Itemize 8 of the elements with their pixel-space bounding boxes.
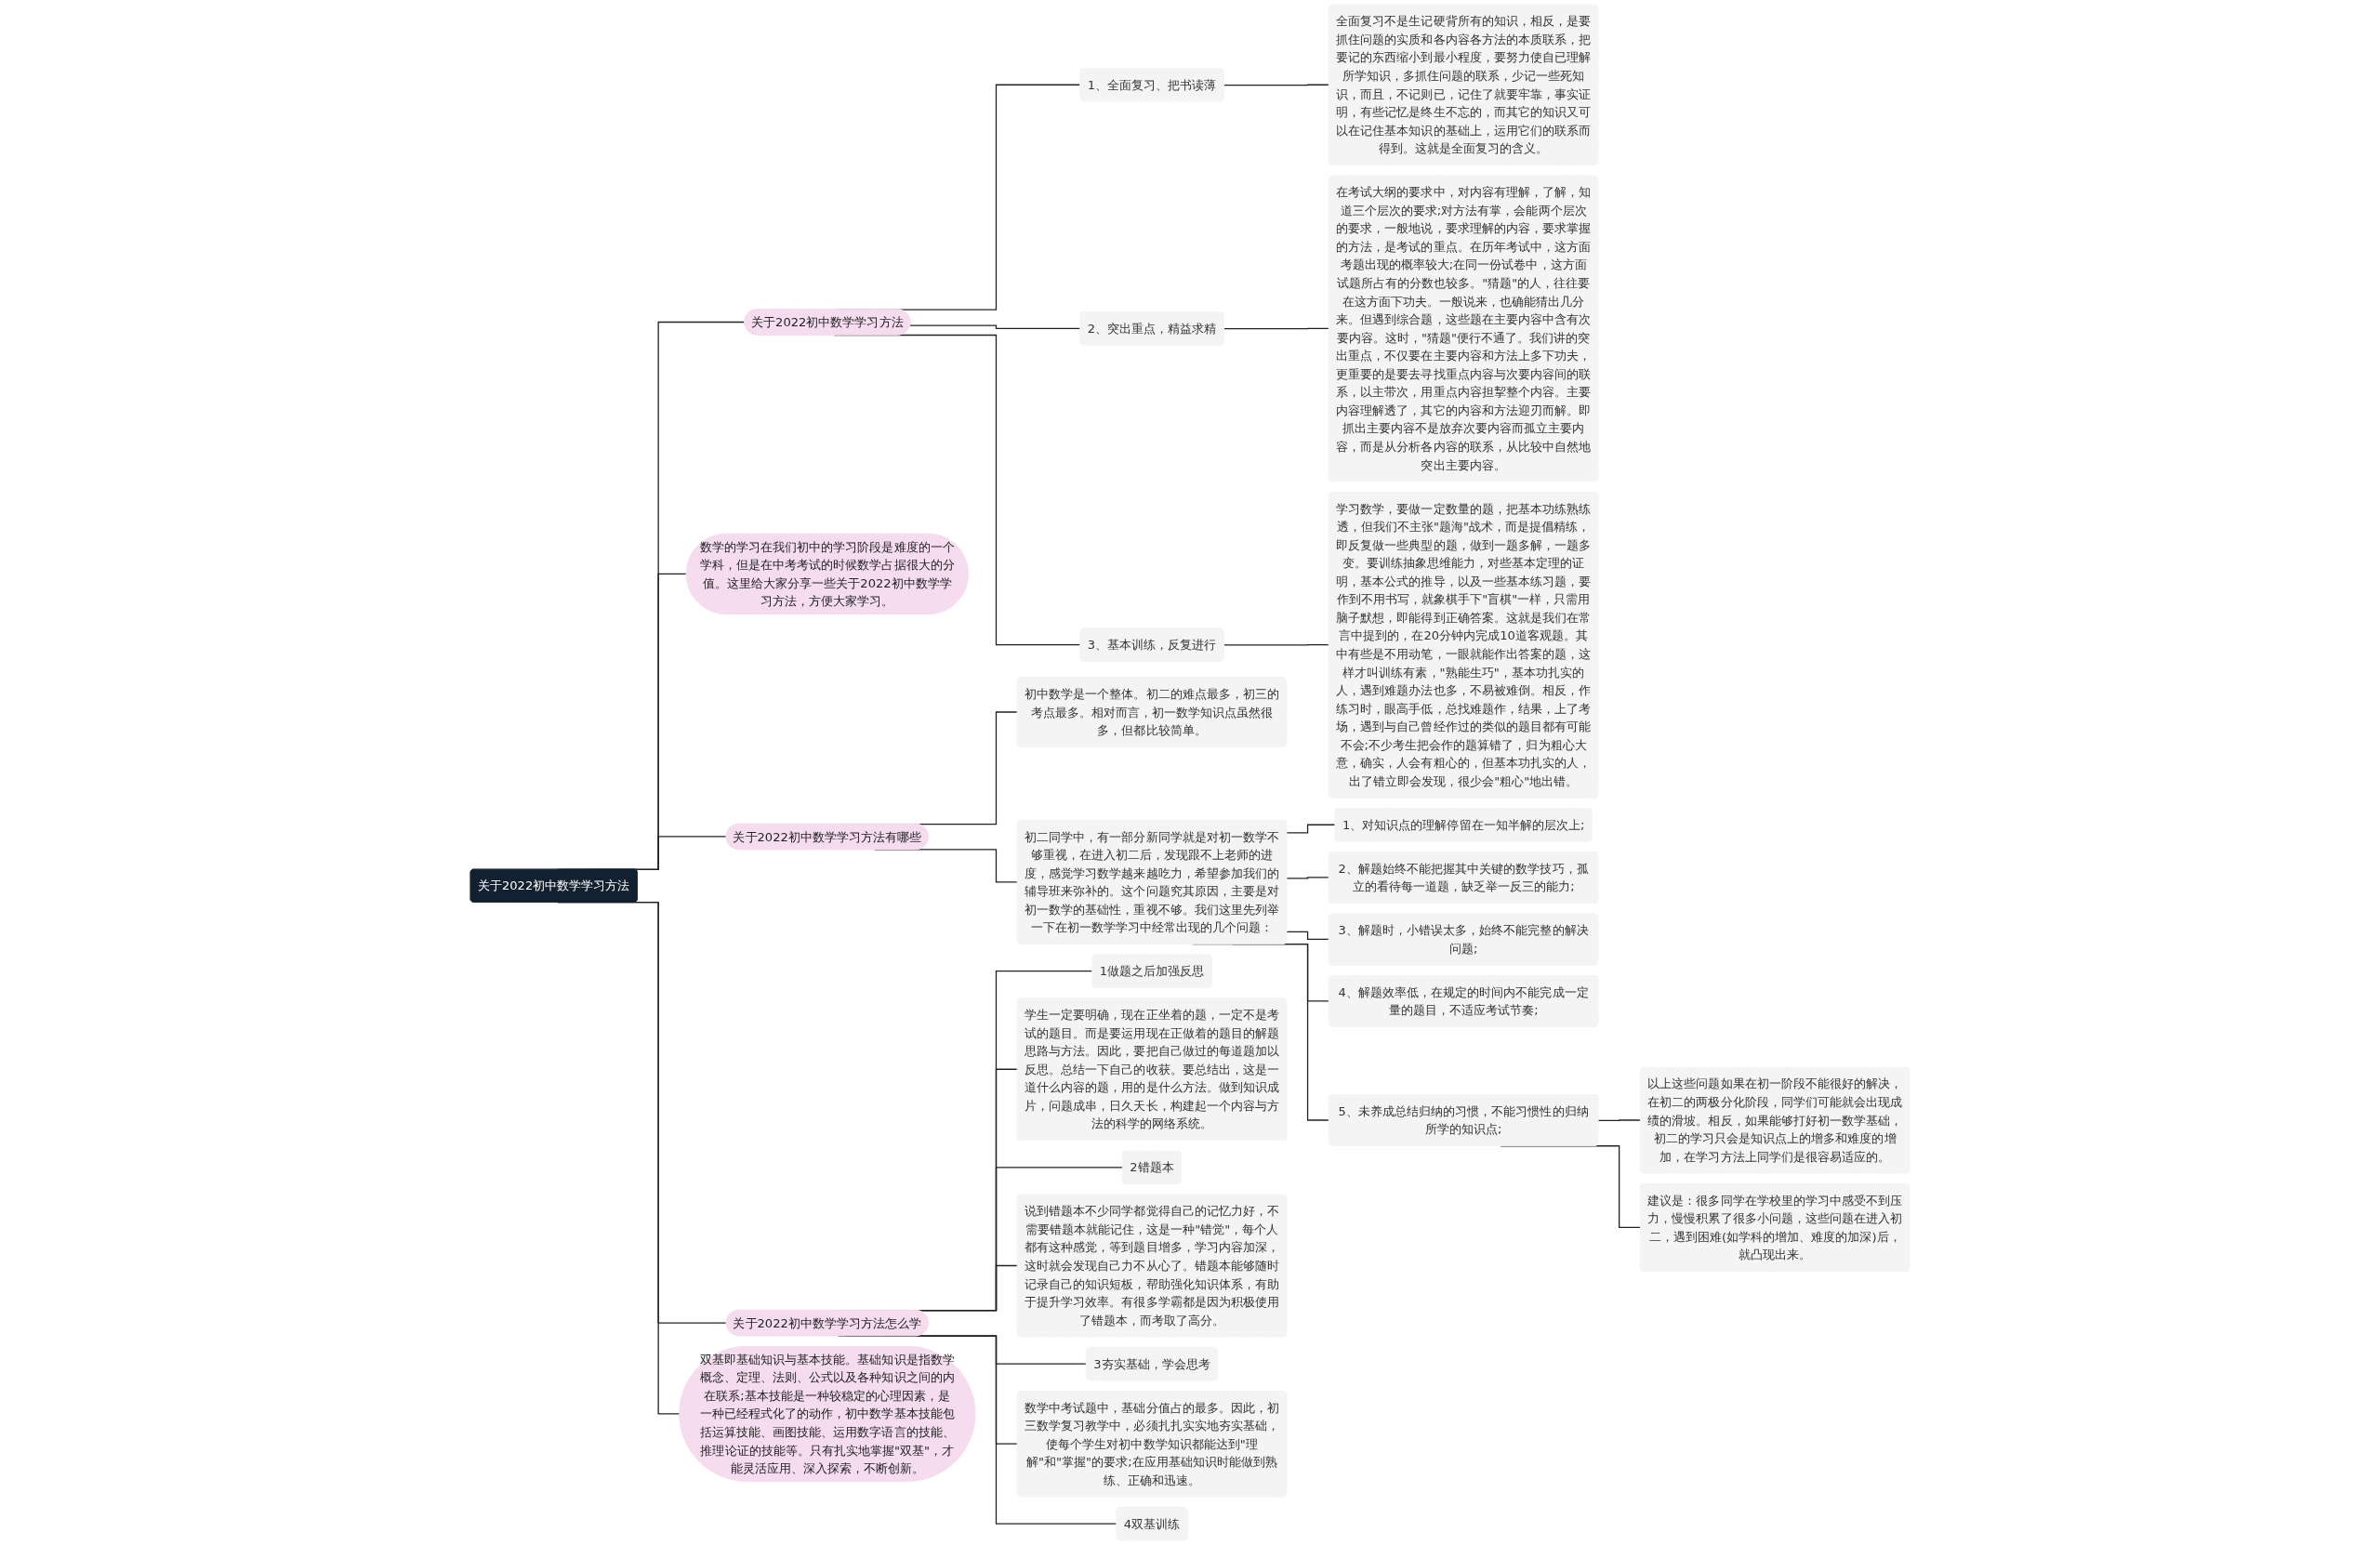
connector [1286,931,1330,941]
connector [1223,327,1330,330]
connector [1286,877,1330,879]
connector [1286,824,1337,834]
connector [1597,1119,1642,1121]
connector [1223,84,1330,86]
connector [909,324,1081,330]
connector [1223,643,1330,646]
